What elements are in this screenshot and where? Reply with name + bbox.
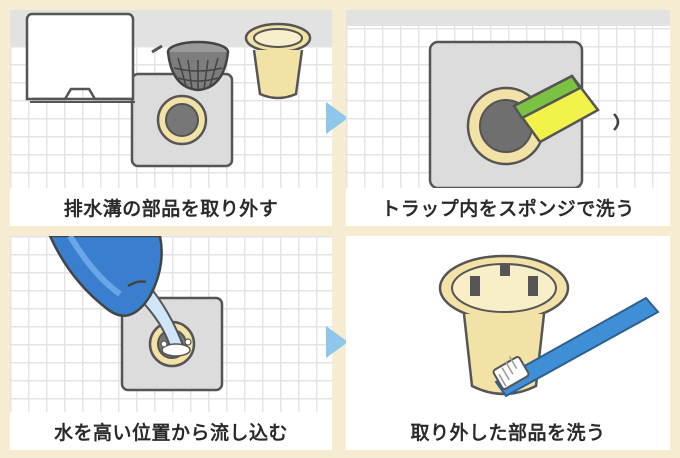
step-2-caption: トラップ内をスポンジで洗う xyxy=(346,188,670,226)
step-4-scene xyxy=(438,254,660,398)
sponge-icon xyxy=(512,74,600,144)
step-4-caption: 取り外した部品を洗う xyxy=(346,412,670,450)
drain-icon xyxy=(130,72,234,168)
step-panel-3: 水を高い位置から流し込む xyxy=(10,236,332,450)
step-panel-4: 取り外した部品を洗う xyxy=(346,236,670,450)
drain-cover-icon xyxy=(25,12,135,103)
step-panel-2: トラップ内をスポンジで洗う xyxy=(346,10,670,226)
water-jug-icon xyxy=(48,236,163,317)
next-step-arrow-icon xyxy=(326,326,348,358)
toothbrush-icon xyxy=(492,296,660,398)
trap-cup-icon xyxy=(244,22,312,100)
step-panel-1: 排水溝の部品を取り外す xyxy=(10,10,332,226)
step-3-scene xyxy=(10,236,332,412)
next-step-arrow-icon xyxy=(326,102,348,134)
basket-icon xyxy=(151,40,230,92)
step-3-caption: 水を高い位置から流し込む xyxy=(10,412,332,450)
step-1-caption: 排水溝の部品を取り外す xyxy=(10,188,332,226)
motion-mark xyxy=(613,113,620,131)
step-2-scene xyxy=(346,10,670,188)
step-1-scene xyxy=(10,10,332,188)
